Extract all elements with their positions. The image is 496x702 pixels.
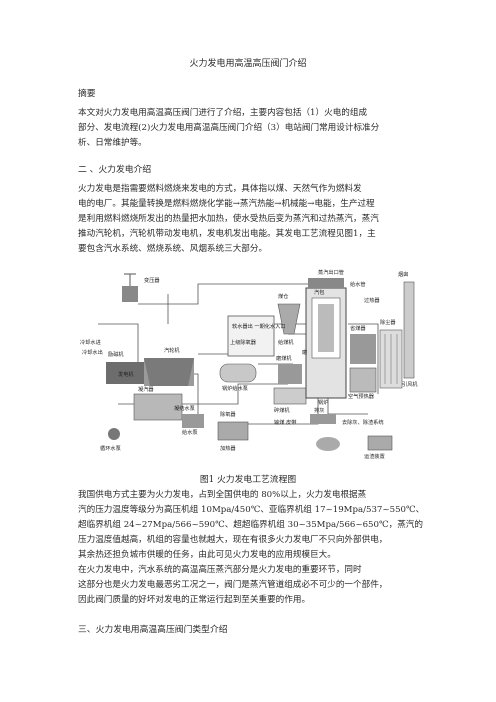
label-condenser: 凝汽器 (138, 385, 154, 393)
label-generator: 发电机 (118, 370, 134, 378)
label-exciter: 励磁机 (108, 350, 124, 358)
body-line: 我国供电方式主要为火力发电，占到全国供电的 80%以上，火力发电根据蒸 (78, 490, 367, 500)
section-heading: 二 、火力发电介绍 (78, 165, 152, 175)
abstract-heading: 摘要 (78, 89, 96, 99)
body-line: 电的电厂。其能量转换是燃料燃烧化学能→蒸汽热能→机械能→电能，生产过程 (78, 199, 375, 209)
document-title: 火力发电用高温高压阀门介绍 (189, 59, 307, 69)
body-line: 汽的压力温度等级分为高压机组 10Mpa/450℃、亚临界机组 17~19Mpa… (78, 505, 425, 515)
body-line: 火力发电是指需要燃料燃烧来发电的方式，具体指以煤、天然气作为燃料发 (78, 184, 362, 194)
body-line: 这部分也是火力发电最恶劣工况之一，阀门是蒸汽管道组成必不可少的一个部件， (78, 580, 388, 590)
label-condensate-pump: 凝结水泵 (174, 404, 195, 412)
label-steam-drum: 汽包 (314, 288, 324, 296)
body-line: 其余热还担负城市供暖的任务，由此可见火力发电的应用规模巨大。 (78, 550, 336, 560)
label-ash-slag: 去除灰、除渣系统 (342, 418, 384, 426)
label-cooling-water-in: 冷却水进 (80, 338, 101, 346)
label-cooling-water-out: 冷却水出 (82, 348, 103, 356)
body-line: 推动汽轮机，汽轮机带动发电机，发电机发出电能。其发电工艺流程见图1，主 (78, 229, 376, 239)
label-superheater: 过热器 (364, 296, 380, 304)
label-deaerator-tank: 上级除氧器 (230, 338, 257, 346)
label-grinding: 磨 (302, 348, 307, 356)
section-heading: 三、火力发电用高温高压阀门类型介绍 (78, 625, 228, 635)
label-ash: 排灰 (314, 406, 324, 414)
body-line: 因此阀门质量的好坏对发电的正常运行起到至关重要的作用。 (78, 595, 311, 605)
process-flow-diagram: 变压器 蒸汽出口管 给水管 过热器 烟囱 锅炉 煤仓 汽轮机 发电机 励磁机 凝… (78, 264, 418, 460)
label-transformer: 变压器 (144, 276, 160, 284)
label-steam-outlet: 蒸汽出口管 (318, 268, 344, 276)
label-heater: 加热器 (220, 444, 236, 452)
label-coal-bunker: 煤仓 (278, 292, 289, 300)
label-coal-feed: 给煤机 (278, 338, 294, 346)
label-chimney: 烟囱 (398, 270, 408, 278)
label-coal-mill: 磨煤机 (276, 354, 292, 362)
label-crusher: 碎煤机 (274, 406, 290, 414)
label-fan: 引风机 (402, 380, 418, 388)
label-boiler-feed-pump: 锅炉给水泵 (222, 384, 248, 392)
figure-caption: 图1 火力发电工艺流程图 (199, 475, 297, 485)
body-line: 要包含汽水系统、燃烧系统、风烟系统三大部分。 (78, 244, 268, 254)
label-feed-pump: 给水泵 (182, 428, 198, 436)
label-air-preheater: 空气预热器 (348, 392, 375, 400)
label-feed-conveyor: 输煤 皮带 (274, 418, 296, 426)
label-boiler: 锅炉 (318, 398, 328, 406)
label-transport: 运渣装置 (364, 452, 385, 460)
abstract-line: 部分、发电流程(2)火力发电用高温高压阀门介绍（3）电站阀门常用设计标准分 (78, 123, 380, 133)
body-line: 是利用燃料燃烧所发出的热量把水加热，使水受热后变为蒸汽和过热蒸汽，蒸汽 (78, 214, 379, 224)
body-line: 超临界机组 24~27Mpa/566~590℃、超超临界机组 30~35Mpa/… (78, 520, 423, 530)
label-turbine: 汽轮机 (164, 346, 180, 354)
abstract-line: 析、日常维护等。 (78, 138, 147, 148)
abstract-line: 本文对火力发电用高温高压阀门进行了介绍，主要内容包括（1）火电的组成 (78, 108, 368, 118)
transformer-shape (122, 273, 138, 302)
label-precipitator: 除尘器 (380, 318, 396, 326)
body-line: 压力温度值越高，机组的容量也就越大，现在有很多火力发电厂不只向外部供电， (78, 535, 388, 545)
label-circ-pump: 循环水泵 (100, 444, 121, 452)
label-economizer: 省煤器 (350, 324, 366, 332)
body-line: 在火力发电中，汽水系统的高温高压蒸汽部分是火力发电的重要环节，同时 (78, 565, 362, 575)
label-feedwater: 给水管 (350, 280, 366, 288)
label-softened-water: 软水器出 一期化水入口 (232, 322, 286, 330)
label-deaerator: 除氧器 (220, 410, 236, 418)
